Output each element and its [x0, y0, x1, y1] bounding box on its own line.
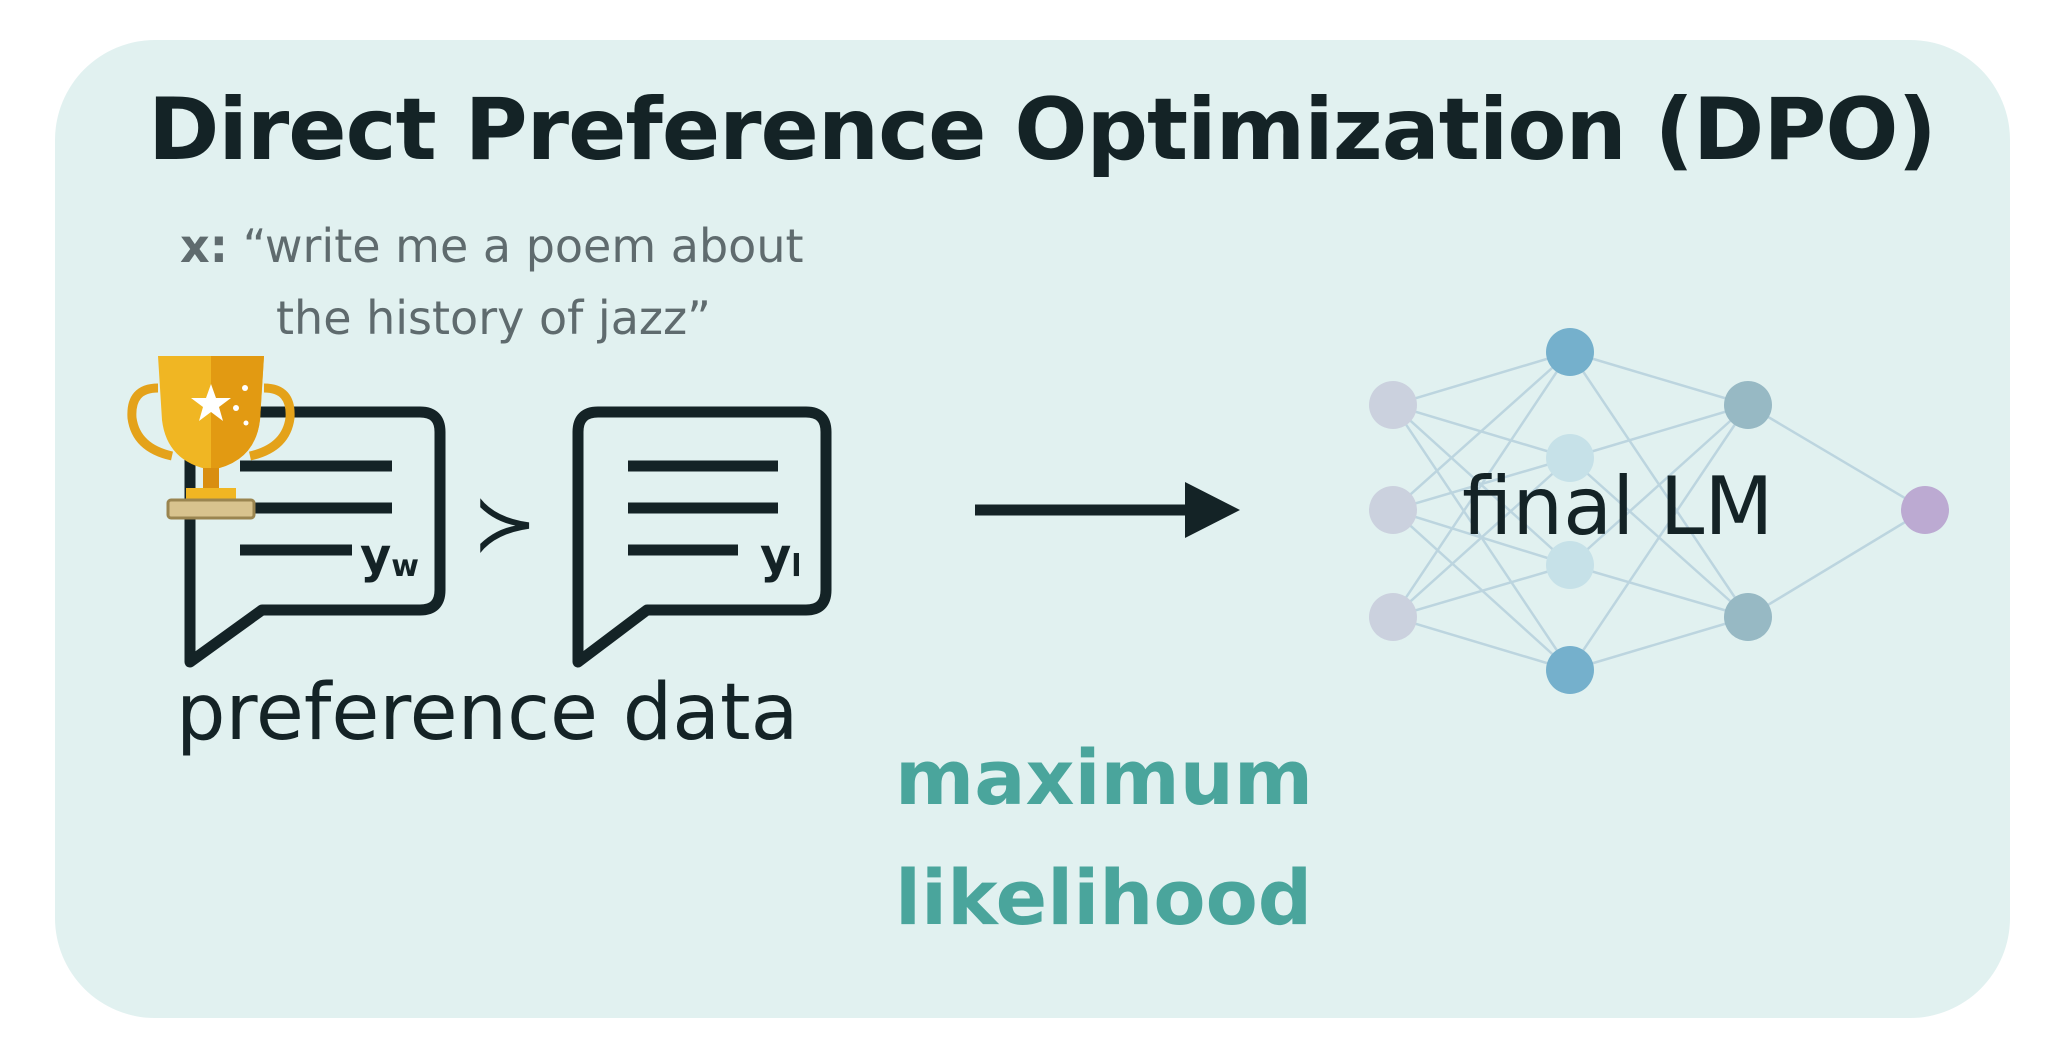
loser-subscript: l [791, 549, 801, 584]
preference-symbol: ≻ [472, 479, 537, 569]
network-edges [1391, 350, 1926, 672]
arrow-right-icon [975, 482, 1240, 538]
method-line-2: likelihood [895, 853, 1313, 942]
network-nodes [1369, 328, 1949, 694]
prompt-line-1: “write me a poem about [242, 219, 804, 273]
winner-subscript: w [391, 549, 419, 584]
network-node [1724, 381, 1772, 429]
network-node [1369, 486, 1417, 534]
chat-bubble-icon: yl [572, 406, 832, 668]
network-node [1546, 646, 1594, 694]
neural-network-icon [1369, 328, 1949, 694]
network-node [1369, 381, 1417, 429]
network-node [1546, 434, 1594, 482]
network-node [1901, 486, 1949, 534]
diagram-panel [55, 40, 2010, 1018]
prompt-text: x: “write me a poem about the history of… [180, 210, 804, 354]
method-label: maximum likelihood [895, 718, 1355, 958]
loser-symbol: yl [760, 528, 802, 584]
preference-data-label: preference data [176, 668, 799, 758]
network-node [1546, 328, 1594, 376]
prompt-key: x: [180, 219, 229, 273]
diagram-title: Direct Preference Optimization (DPO) [148, 80, 1937, 180]
trophy-icon [127, 356, 295, 520]
network-node [1546, 541, 1594, 589]
network-node [1369, 593, 1417, 641]
winner-symbol: yw [360, 528, 419, 584]
final-lm-label: final LM [1462, 460, 1774, 553]
network-node [1724, 593, 1772, 641]
method-line-1: maximum [895, 733, 1314, 822]
prompt-line-2: the history of jazz” [276, 291, 712, 345]
